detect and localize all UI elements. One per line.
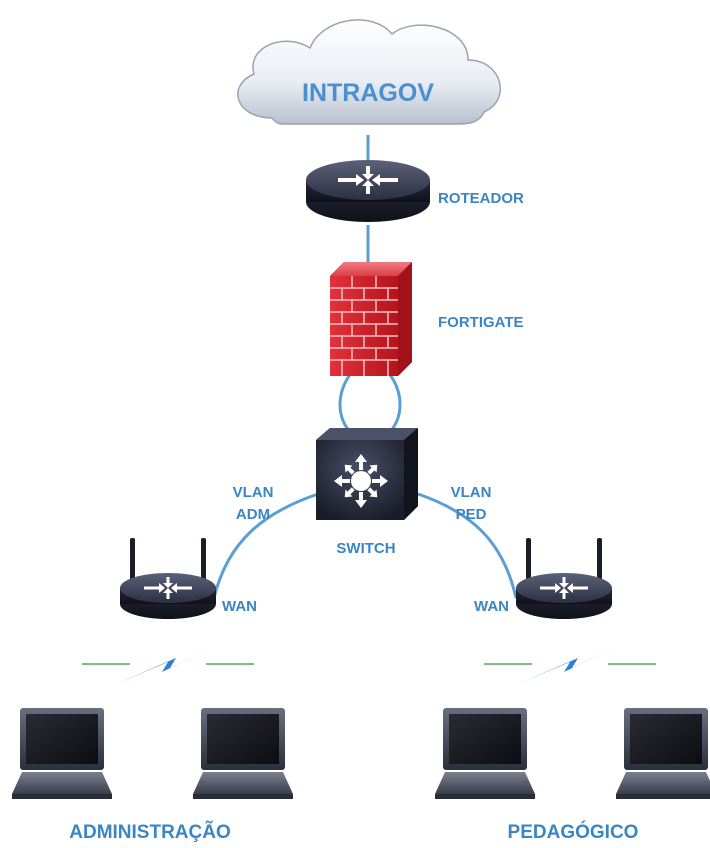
router-label: ROTEADOR [438, 190, 524, 207]
group-label-pedagogico: PEDAGÓGICO [508, 821, 639, 843]
firewall-label: FORTIGATE [438, 314, 524, 331]
layer3-switch-icon [316, 428, 418, 520]
group-label-administracao: ADMINISTRAÇÃO [69, 821, 231, 843]
link-firewall-switch-right [386, 371, 402, 436]
wan-label-right: WAN [474, 598, 509, 615]
connection-links [212, 135, 518, 599]
switch-label: SWITCH [336, 540, 395, 557]
vlan-adm-label-line2: ADM [236, 506, 270, 523]
laptop-icon [193, 708, 293, 799]
laptop-icon [616, 708, 710, 799]
vlan-ped-label-line1: VLAN [451, 484, 492, 501]
cloud-icon [237, 19, 501, 125]
vlan-ped-label-line2: PED [456, 506, 487, 523]
cloud-label: INTRAGOV [302, 79, 434, 107]
laptop-icon [435, 708, 535, 799]
link-switch-ped [417, 492, 518, 599]
wireless-router-icon [516, 538, 612, 619]
firewall-icon [330, 262, 412, 376]
lightning-bolt-icon [484, 644, 656, 684]
link-switch-adm [212, 492, 319, 599]
wan-label-left: WAN [222, 598, 257, 615]
router-icon [306, 160, 430, 222]
wireless-router-icon [120, 538, 216, 619]
vlan-adm-label-line1: VLAN [233, 484, 274, 501]
laptop-icon [12, 708, 112, 799]
link-firewall-switch-left [338, 371, 354, 436]
lightning-bolt-icon [82, 644, 254, 684]
